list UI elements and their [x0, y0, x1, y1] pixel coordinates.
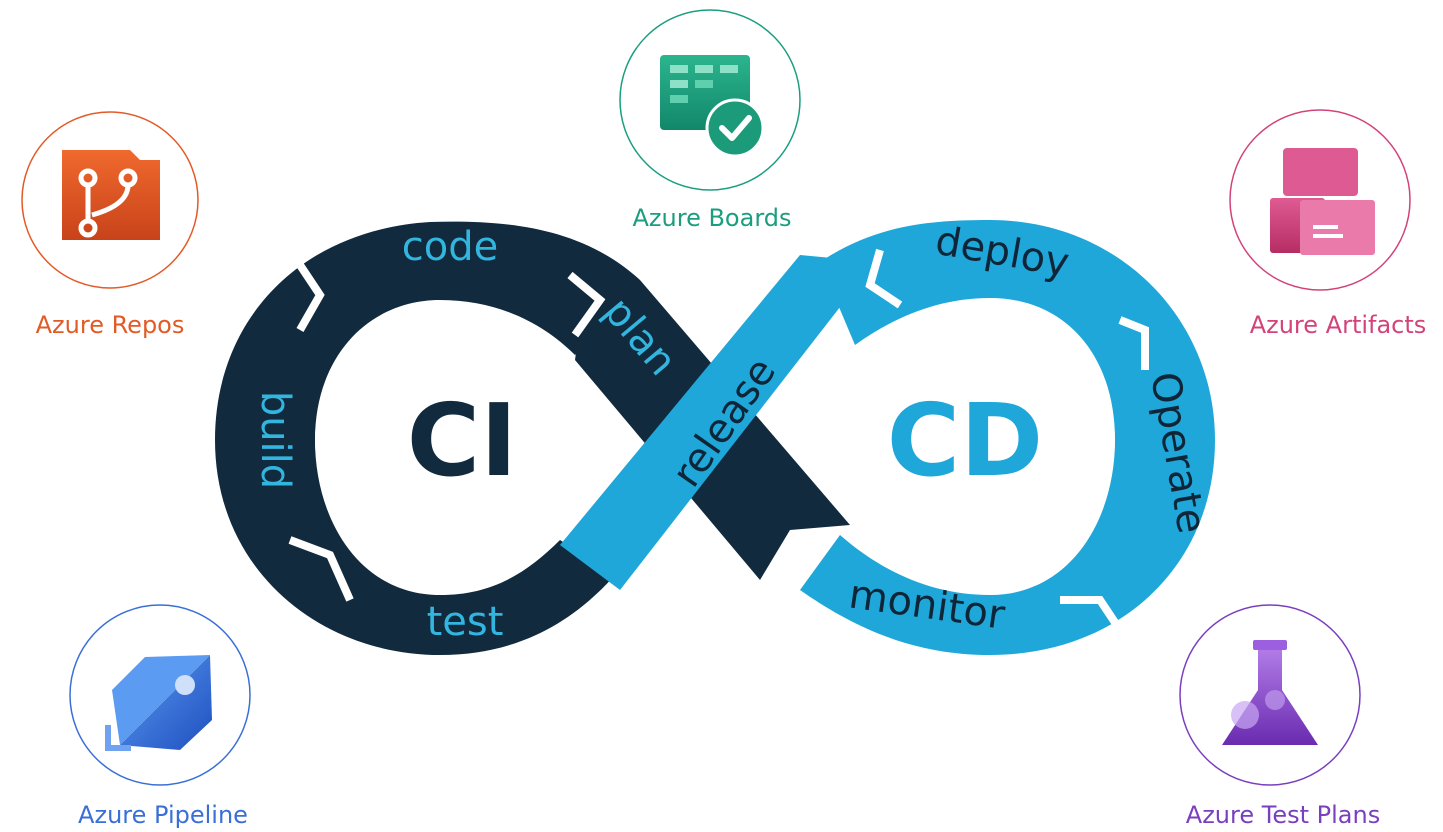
git-branch-icon — [62, 150, 160, 240]
ci-ring — [215, 221, 640, 655]
segment-test-label: test — [427, 599, 504, 645]
ci-hole — [315, 315, 565, 565]
azure-repos-label: Azure Repos — [36, 311, 185, 339]
segment-build-label: build — [252, 391, 298, 489]
cd-ring — [800, 220, 1215, 655]
service-azure-test-plans[interactable]: Azure Test Plans — [1179, 604, 1380, 829]
kanban-board-check-icon — [660, 55, 765, 158]
service-azure-artifacts[interactable]: Azure Artifacts — [1229, 109, 1427, 339]
cd-hole — [865, 315, 1115, 565]
service-azure-pipeline[interactable]: Azure Pipeline — [69, 604, 251, 829]
azure-artifacts-label: Azure Artifacts — [1250, 311, 1427, 339]
rocket-icon — [105, 655, 212, 751]
azure-pipeline-label: Azure Pipeline — [78, 801, 248, 829]
service-azure-boards[interactable]: Azure Boards — [619, 9, 801, 232]
cd-label: CD — [887, 382, 1043, 499]
segment-code-label: code — [402, 224, 498, 270]
azure-test-plans-label: Azure Test Plans — [1186, 801, 1380, 829]
ci-label: CI — [407, 382, 518, 499]
flask-icon — [1222, 640, 1318, 745]
service-azure-repos[interactable]: Azure Repos — [21, 111, 199, 339]
azure-boards-label: Azure Boards — [633, 204, 792, 232]
package-stack-icon — [1270, 148, 1375, 255]
release-band — [560, 255, 875, 590]
segment-notches — [288, 248, 1149, 633]
